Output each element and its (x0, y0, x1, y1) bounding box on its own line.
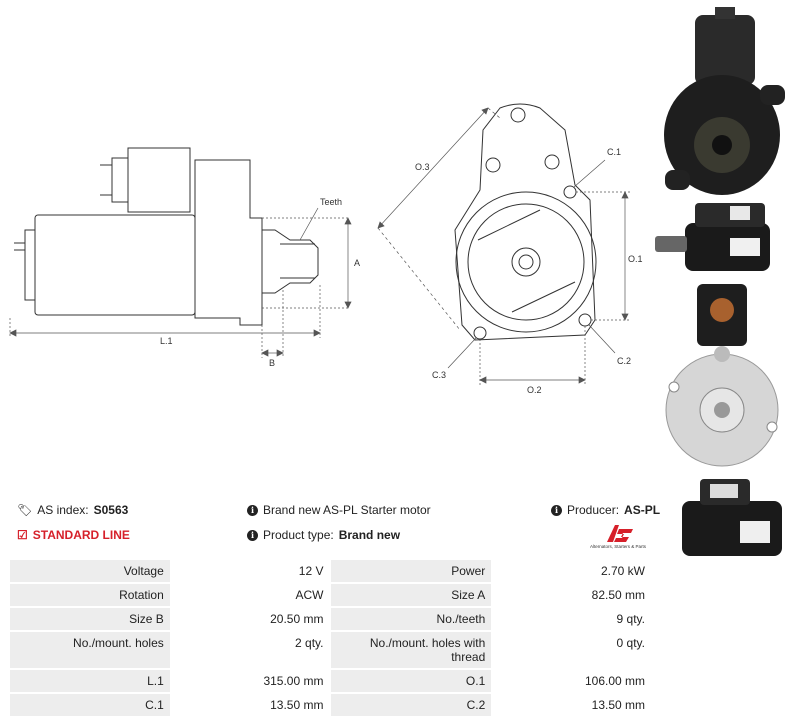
as-index: 🏷 AS index: S0563 (17, 503, 128, 517)
spec-value: 13.50 mm (171, 694, 330, 716)
table-row: Rotation ACW Size A 82.50 mm (10, 584, 651, 606)
technical-drawing: Teeth A B L.1 O.3 C.1 O.1 C.2 C.3 O.2 (9, 103, 643, 395)
logo-tagline: Alternators, Starters & Parts (589, 544, 647, 549)
spec-value: 2 qty. (171, 632, 330, 668)
spec-value: 2.70 kW (493, 560, 651, 582)
product-line-text: STANDARD LINE (32, 528, 130, 542)
table-row: Size B 20.50 mm No./teeth 9 qty. (10, 608, 651, 630)
info-row-1: 🏷 AS index: S0563 i Brand new AS-PL Star… (0, 503, 660, 523)
spec-label: Rotation (10, 584, 170, 606)
as-logo-mark-icon (607, 525, 633, 542)
info-icon: i (247, 504, 258, 516)
front-view-flange (454, 103, 597, 341)
producer: i Producer: AS-PL (551, 503, 660, 517)
specs-table: Voltage 12 V Power 2.70 kW Rotation ACW … (8, 558, 653, 718)
label-l1: L.1 (160, 336, 173, 346)
spec-label: C.2 (331, 694, 492, 716)
table-row: C.1 13.50 mm C.2 13.50 mm (10, 694, 651, 716)
spec-value: 9 qty. (493, 608, 651, 630)
spec-value: 13.50 mm (493, 694, 651, 716)
spec-label: Size A (331, 584, 492, 606)
table-row: L.1 315.00 mm O.1 106.00 mm (10, 670, 651, 692)
spec-value: 0 qty. (493, 632, 651, 668)
spec-label: Size B (10, 608, 170, 630)
info-icon: i (551, 504, 562, 516)
info-row-2: ☑ STANDARD LINE i Product type: Brand ne… (0, 528, 660, 548)
spec-label: O.1 (331, 670, 492, 692)
label-o1: O.1 (628, 254, 643, 264)
label-o3: O.3 (415, 162, 430, 172)
as-index-label: AS index: (37, 503, 89, 517)
spec-label: L.1 (10, 670, 170, 692)
label-o2: O.2 (527, 385, 542, 395)
as-index-value: S0563 (93, 503, 129, 517)
spec-label: No./mount. holes with thread (331, 632, 492, 668)
starter-front-photo (665, 284, 779, 467)
spec-value: 82.50 mm (493, 584, 651, 606)
product-line: ☑ STANDARD LINE (17, 528, 130, 542)
side-view-starter (14, 147, 319, 326)
starter-side-photo (655, 203, 770, 271)
front-view-dimensions (377, 107, 630, 385)
spec-value: 315.00 mm (171, 670, 330, 692)
spec-label: Power (331, 560, 492, 582)
as-pl-logo: Alternators, Starters & Parts (585, 523, 651, 553)
description: i Brand new AS-PL Starter motor (247, 503, 431, 517)
spec-value: 12 V (171, 560, 330, 582)
label-teeth: Teeth (320, 197, 342, 207)
starter-rear-photo (664, 7, 785, 195)
spec-label: No./teeth (331, 608, 492, 630)
producer-value: AS-PL (624, 503, 661, 517)
product-type-value: Brand new (338, 528, 401, 542)
label-c1: C.1 (607, 147, 621, 157)
label-b: B (269, 358, 275, 368)
spec-value: 20.50 mm (171, 608, 330, 630)
table-row: No./mount. holes 2 qty. No./mount. holes… (10, 632, 651, 668)
side-view-dimensions (9, 207, 352, 358)
starter-side-photo-2 (682, 479, 782, 556)
spec-label: C.1 (10, 694, 170, 716)
checkbox-icon: ☑ (17, 528, 28, 542)
info-icon: i (247, 529, 258, 541)
label-c3: C.3 (432, 370, 446, 380)
table-row: Voltage 12 V Power 2.70 kW (10, 560, 651, 582)
spec-value: ACW (171, 584, 330, 606)
producer-label: Producer: (567, 503, 620, 517)
spec-label: Voltage (10, 560, 170, 582)
label-c2: C.2 (617, 356, 631, 366)
spec-value: 106.00 mm (493, 670, 651, 692)
product-type: i Product type: Brand new (247, 528, 400, 542)
label-a: A (354, 258, 360, 268)
description-text: Brand new AS-PL Starter motor (263, 503, 431, 517)
spec-label: No./mount. holes (10, 632, 170, 668)
product-type-label: Product type: (263, 528, 334, 542)
tag-icon: 🏷 (17, 503, 33, 517)
